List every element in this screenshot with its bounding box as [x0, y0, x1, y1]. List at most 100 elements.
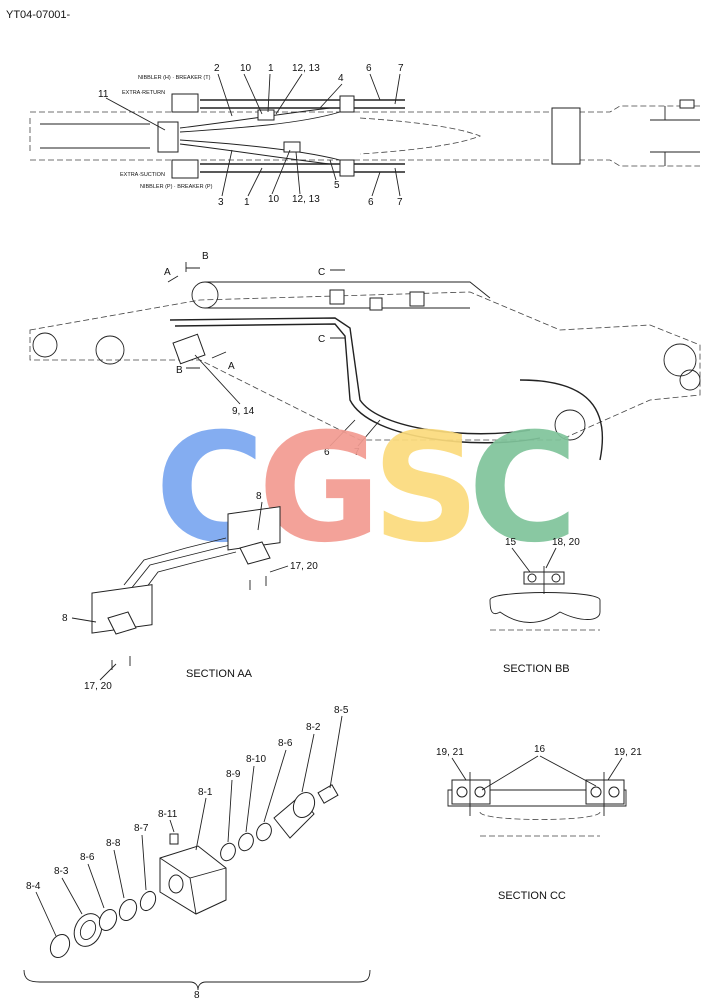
callout-10-lower: 10: [268, 194, 280, 205]
callout-7-side: 7: [354, 447, 360, 458]
valve-block-side: [172, 333, 206, 365]
part-8-1-port: [168, 874, 184, 894]
aa-nut-lower: [107, 611, 137, 635]
callout-8-4: 8-4: [26, 881, 41, 892]
aa-leader-lines: [71, 501, 289, 681]
exploded-view-8: [49, 784, 339, 959]
callout-8-11: 8-11: [158, 809, 178, 820]
cc-boom-plate: [447, 789, 627, 807]
top-view-leader-lines: [105, 73, 401, 197]
watermark-logo: C G S C: [155, 402, 578, 576]
annotation-extra-return: EXTRA·RETURN: [122, 90, 165, 96]
section-bb-title: SECTION BB: [503, 663, 570, 675]
boom-tip-lines: [650, 106, 700, 166]
watermark-letter-s: S: [372, 402, 480, 576]
fitting-10-upper: [257, 109, 275, 121]
arm-cylinder-pin: [554, 409, 586, 441]
callout-12-13-lower: 12, 13: [292, 194, 320, 205]
cc-tube-left-1: [456, 786, 468, 798]
aa-pipe-2: [139, 551, 237, 597]
callout-3: 3: [218, 197, 224, 208]
callout-4: 4: [338, 73, 344, 84]
part-8-4-snap-ring: [49, 933, 71, 959]
part-8-10-ring: [238, 832, 254, 852]
boom-cylinder: [205, 281, 491, 309]
part-8-3-inner: [79, 920, 97, 940]
port-block-11: [157, 121, 179, 153]
callout-11: 11: [98, 89, 109, 100]
callout-16: 16: [534, 744, 546, 755]
callout-17-20-aa-lower: 17, 20: [84, 681, 112, 692]
hose-3: [179, 143, 331, 165]
boom-tip-pin-upper: [663, 343, 697, 377]
cc-tube-right-1: [590, 786, 602, 798]
clamp-side-1: [329, 289, 345, 305]
bb-tube-1: [527, 573, 537, 583]
part-8-7-ring: [139, 890, 157, 912]
callout-6-lower: 6: [368, 197, 374, 208]
callout-2: 2: [214, 63, 220, 74]
valve-block-lower: [171, 159, 199, 179]
callout-8-7: 8-7: [134, 823, 149, 834]
document-code: YT04-07001-: [6, 9, 71, 21]
cc-boom-dash: [479, 811, 601, 837]
cc-tube-right-2: [608, 786, 620, 798]
part-8-3-washer: [73, 913, 103, 947]
aa-nut-upper: [239, 541, 271, 565]
callout-8-2: 8-2: [306, 722, 321, 733]
boom-outline-top: [30, 105, 700, 113]
section-mark-b-top: B: [202, 251, 209, 262]
callout-10-upper: 10: [240, 63, 252, 74]
bb-boom-section: [489, 592, 601, 623]
callout-8-3: 8-3: [54, 866, 69, 877]
top-view-boom: [29, 93, 700, 179]
callout-15: 15: [505, 537, 517, 548]
section-bb-drawing: [489, 566, 601, 631]
tube-side-7: [174, 323, 541, 444]
aa-pipe-1: [129, 544, 231, 591]
section-mark-c-top: C: [318, 267, 325, 278]
section-mark-c-mid: C: [318, 334, 325, 345]
cylinder-pin: [191, 281, 219, 309]
section-mark-arrows: [167, 262, 345, 369]
bb-tube-2: [551, 573, 561, 583]
part-8-2-flange: [292, 791, 316, 819]
callout-1-lower: 1: [244, 197, 250, 208]
part-8-9-ring: [220, 842, 236, 862]
assembly-brace: [23, 969, 371, 991]
boom-tip-block: [679, 99, 695, 109]
callout-8-1: 8-1: [198, 787, 213, 798]
callout-6-upper: 6: [366, 63, 372, 74]
callout-6-side: 6: [324, 447, 330, 458]
clamp-upper: [339, 95, 355, 113]
clamp-lower: [339, 159, 355, 177]
annotation-nibbler-breaker-p: NIBBLER (P) · BREAKER (P): [140, 184, 213, 190]
boom-foot-pin: [32, 332, 58, 358]
section-mark-a-bottom: A: [228, 361, 235, 372]
hose-5: [179, 139, 341, 161]
callout-17-20-aa-upper: 17, 20: [290, 561, 318, 572]
boom-inner-web: [359, 117, 482, 155]
clamp-side-3: [369, 297, 383, 311]
watermark-letter-c2: C: [468, 402, 578, 576]
assembly-label-8: 8: [194, 990, 200, 1000]
callout-9-14: 9, 14: [232, 406, 255, 417]
callout-8-8: 8-8: [106, 838, 121, 849]
callout-5: 5: [334, 180, 340, 191]
boom-tip-pin-lower: [679, 369, 701, 391]
exploded-view-callouts: 8-4 8-3 8-6 8-8 8-7 8-11 8-1 8-9 8-10 8-…: [23, 705, 371, 1000]
callout-18-20: 18, 20: [552, 537, 580, 548]
callout-8-5: 8-5: [334, 705, 349, 716]
side-view-leader-lines: [194, 354, 381, 447]
callout-8-aa-lower: 8: [62, 613, 68, 624]
clamp-side-2: [409, 291, 425, 307]
boom-inner-lines: [40, 123, 150, 149]
callout-8-9: 8-9: [226, 769, 241, 780]
aa-bolts: [111, 576, 267, 670]
callout-8-6-a: 8-6: [80, 852, 95, 863]
tube-side-6: [169, 317, 531, 435]
part-8-6-ring-a: [98, 908, 118, 932]
part-8-1-edges: [159, 857, 227, 915]
callout-19-21-right: 19, 21: [614, 747, 642, 758]
